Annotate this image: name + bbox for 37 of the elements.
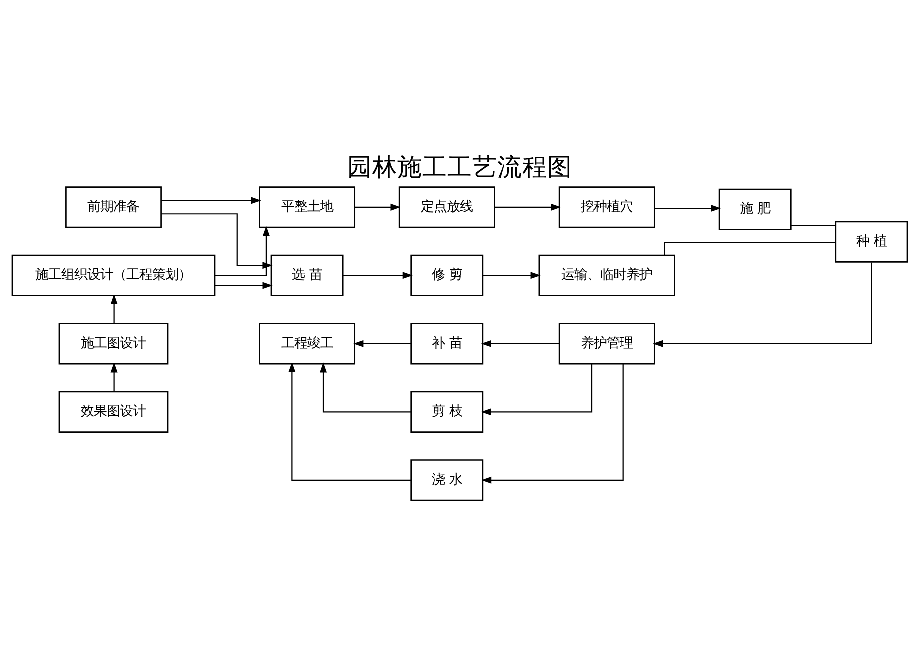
arrow (110, 362, 118, 392)
arrow (481, 340, 560, 347)
arrow (494, 203, 562, 210)
connector (791, 224, 836, 226)
arrow (355, 203, 401, 210)
arrow (482, 364, 624, 484)
node-box: 种 植 (835, 220, 908, 262)
arrow (654, 204, 722, 212)
arrow (215, 226, 270, 276)
node-box: 工程竣工 (259, 322, 356, 364)
arrow (320, 362, 412, 412)
arrow (162, 196, 262, 204)
node-box: 施工组织设计（工程策划） (12, 254, 216, 296)
node-box: 浇 水 (410, 459, 484, 501)
node-box: 前期准备 (66, 186, 162, 228)
arrow (653, 262, 872, 347)
node-box: 挖种植穴 (558, 186, 656, 228)
diagram-title: 园林施工工艺流程图 (348, 152, 572, 182)
arrow (215, 282, 273, 289)
node-box: 平整土地 (259, 186, 356, 228)
arrow (481, 364, 593, 416)
node-box: 养护管理 (558, 322, 656, 364)
node-box: 修 剪 (410, 254, 484, 296)
arrow (162, 213, 273, 269)
arrow (288, 362, 412, 480)
arrow (110, 294, 118, 323)
node-box: 施 肥 (718, 188, 792, 230)
node-box: 剪 枝 (410, 390, 484, 432)
arrow (354, 340, 412, 347)
node-box: 运输、临时养护 (538, 254, 676, 296)
node-box: 效果图设计 (58, 390, 169, 432)
node-box: 施工图设计 (58, 322, 169, 364)
arrow (483, 272, 541, 279)
node-box: 补 苗 (410, 322, 484, 364)
node-box: 选 苗 (270, 254, 344, 296)
node-box: 定点放线 (398, 186, 496, 228)
arrow (343, 272, 413, 279)
